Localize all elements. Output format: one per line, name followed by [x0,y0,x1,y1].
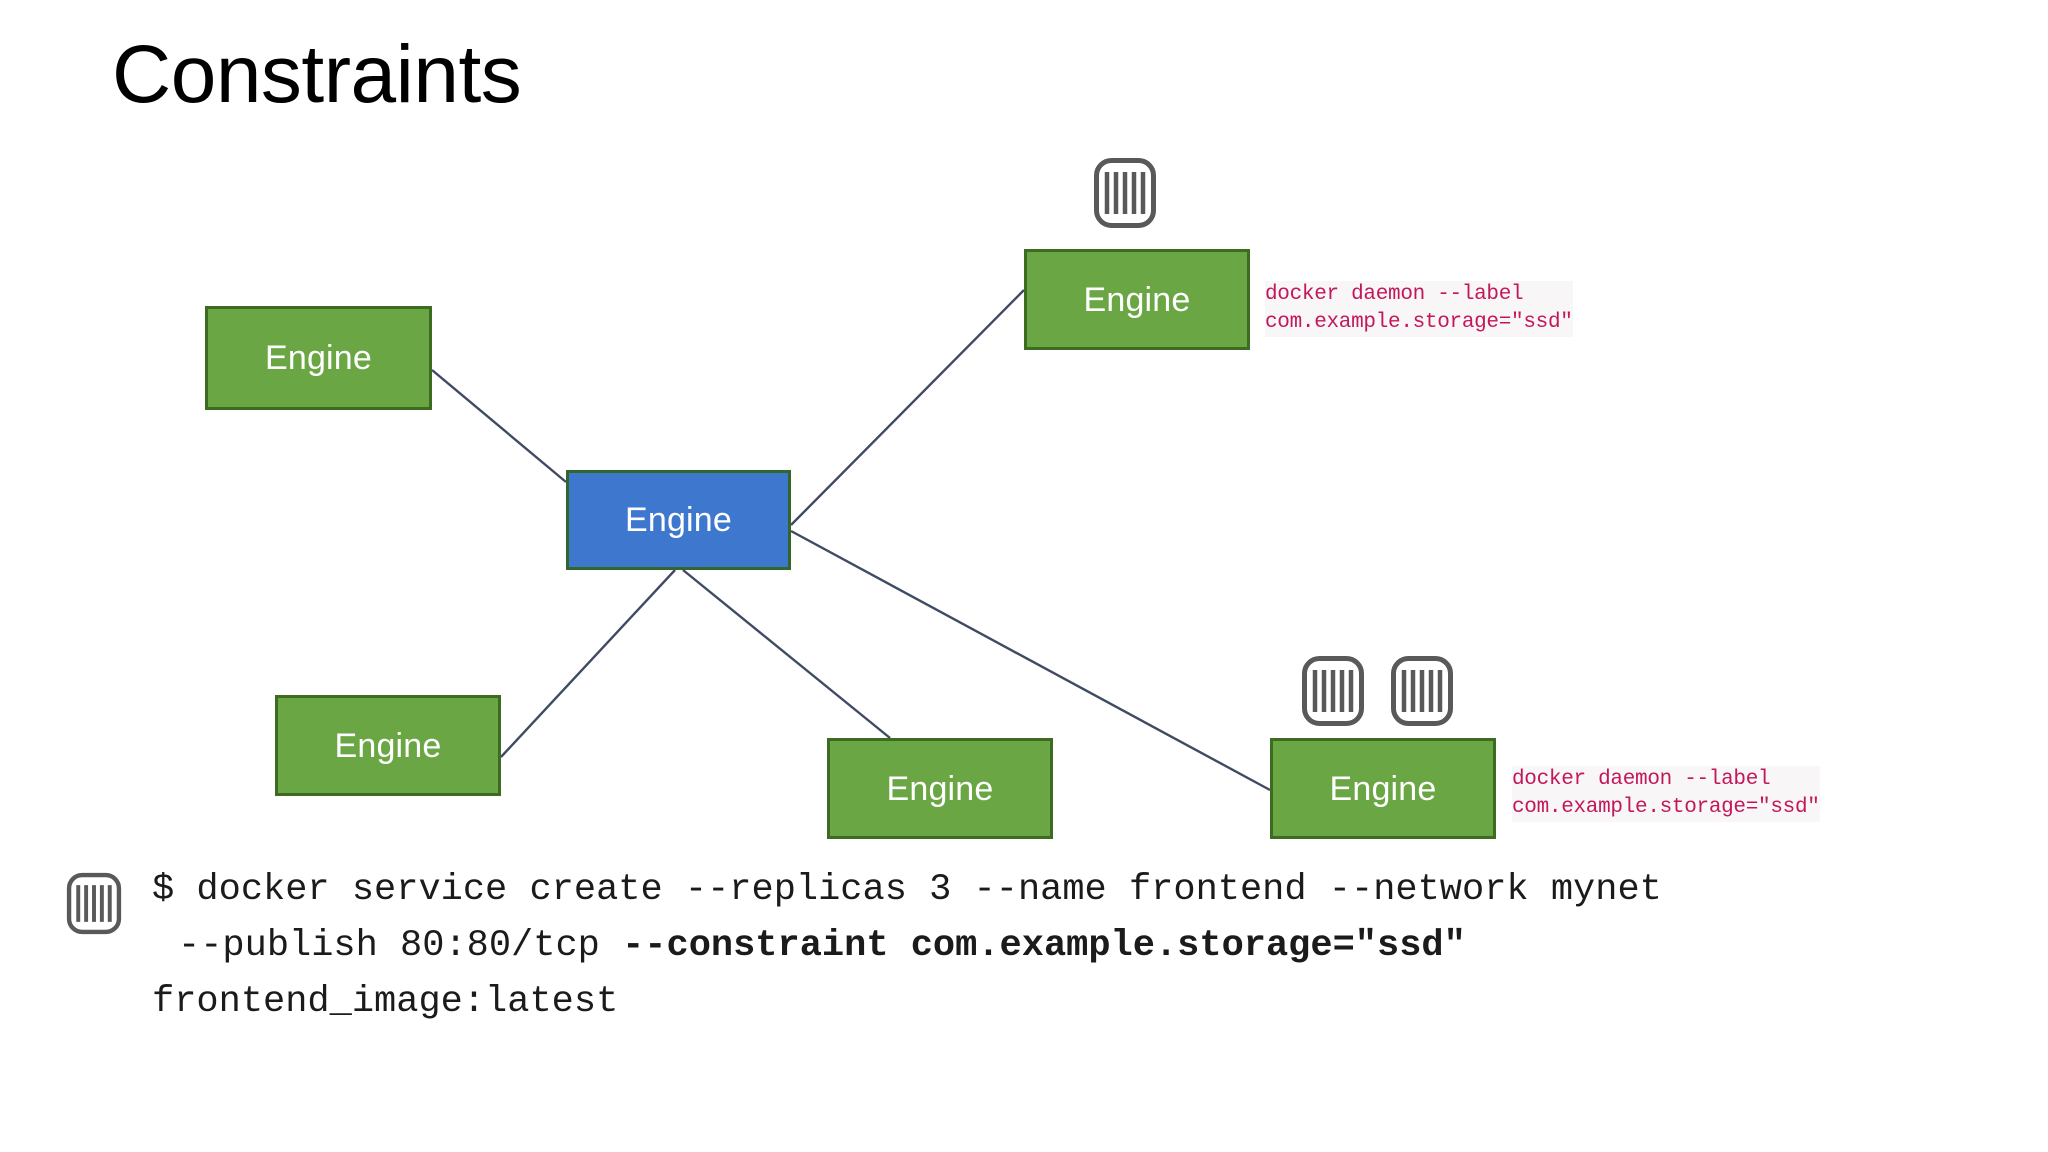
engine-node-worker-bottom-left[interactable]: Engine [275,695,501,796]
annotation-line: com.example.storage="ssd" [1265,310,1573,334]
engine-node-label: Engine [1329,769,1437,808]
engine-node-worker-bottom-mid[interactable]: Engine [827,738,1053,839]
annotation-top-right: docker daemon --label com.example.storage… [1265,281,1573,337]
storage-icon [1390,655,1454,732]
annotation-line: docker daemon --label [1512,768,1771,791]
engine-node-label: Engine [624,501,733,539]
command-emphasis: --constraint com.example.storage="ssd" [622,925,1466,967]
engine-node-label: Engine [264,339,373,377]
command-segment: $ docker service create --replicas 3 --n… [152,869,1662,911]
storage-icon-glyph [1302,656,1364,726]
engine-node-label: Engine [334,726,442,765]
storage-icon [1093,157,1157,234]
command-segment: --publish 80:80/tcp [178,925,623,967]
annotation-line: docker daemon --label [1265,283,1524,306]
engine-node-worker-bottom-right[interactable]: Engine [1270,738,1496,839]
command-line: $ docker service create --replicas 3 --n… [152,862,1662,918]
storage-icon-glyph [1094,158,1156,228]
engine-node-label: Engine [1083,280,1191,319]
storage-icon [66,872,122,940]
page-title: Constraints [112,29,522,120]
engine-node-manager-center[interactable]: Engine [566,470,791,570]
command-line: frontend_image:latest [152,974,1662,1030]
edge-manager-center-to-worker-bottom-mid [682,569,891,739]
edge-worker-left-to-manager-center [431,369,567,483]
command-line: --publish 80:80/tcp --constraint com.exa… [152,918,1662,974]
storage-icon [1301,655,1365,732]
engine-node-worker-left[interactable]: Engine [205,306,432,410]
edge-manager-center-to-worker-top-right [790,289,1025,526]
engine-node-worker-top-right[interactable]: Engine [1024,249,1250,350]
annotation-line: com.example.storage="ssd" [1512,795,1820,819]
storage-icon-glyph [66,872,122,935]
annotation-bottom-right: docker daemon --label com.example.storage… [1512,766,1820,822]
command-text: $ docker service create --replicas 3 --n… [152,862,1662,1030]
engine-node-label: Engine [886,769,994,808]
storage-icon-glyph [1391,656,1453,726]
command-segment: frontend_image:latest [152,981,619,1023]
edge-manager-center-to-worker-bottom-left [500,569,676,758]
